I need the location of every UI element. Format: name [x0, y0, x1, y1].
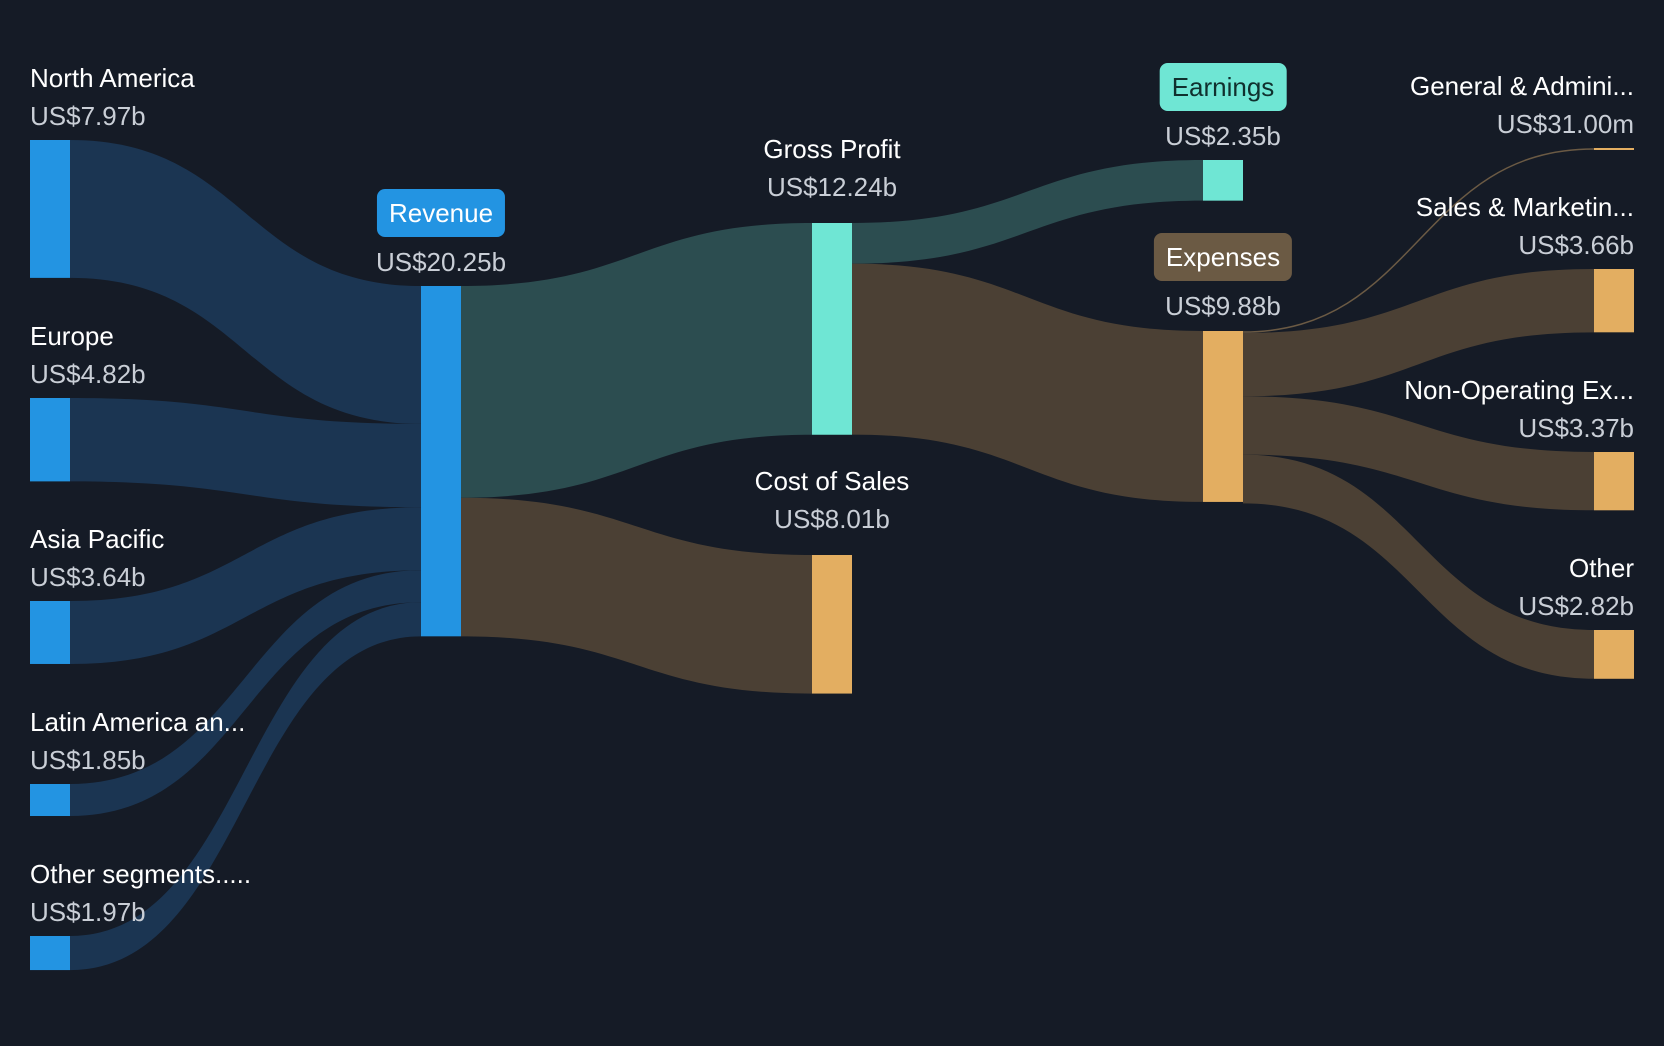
node-value-revenue: US$20.25b [375, 247, 507, 277]
node-name-general-admin: General & Admini... [1410, 71, 1634, 101]
node-name-other: Other [1568, 553, 1634, 583]
node-name-non-operating: Non-Operating Ex... [1404, 375, 1634, 405]
link-gross-profit-to-expenses [852, 263, 1203, 502]
link-gross-profit-to-earnings [852, 160, 1203, 264]
node-name-gross-profit: Gross Profit [763, 134, 901, 164]
link-asia-pacific-to-revenue [70, 507, 421, 664]
node-bar-asia-pacific [30, 601, 70, 664]
node-value-north-america: US$7.97b [30, 101, 146, 131]
node-value-europe: US$4.82b [30, 359, 146, 389]
nodes-layer [30, 140, 1634, 971]
node-bar-other-segments [30, 936, 70, 971]
node-value-other: US$2.82b [1518, 591, 1634, 621]
link-latin-america-to-revenue [70, 570, 421, 817]
links-layer [70, 140, 1595, 971]
link-revenue-to-cost-of-sales [461, 497, 812, 694]
node-name-other-segments: Other segments..... [30, 859, 252, 889]
link-expenses-to-sales-marketing [1243, 269, 1594, 397]
node-name-earnings: Earnings [1159, 63, 1287, 111]
node-bar-sales-marketing [1594, 269, 1634, 333]
node-value-latin-america: US$1.85b [30, 745, 146, 775]
node-name-north-america: North America [30, 63, 195, 93]
link-expenses-to-non-operating [1243, 396, 1594, 511]
node-value-earnings: US$2.35b [1165, 121, 1281, 151]
node-bar-general-admin [1594, 148, 1634, 150]
link-europe-to-revenue [70, 398, 421, 508]
link-other-segments-to-revenue [70, 602, 421, 971]
node-value-asia-pacific: US$3.64b [30, 562, 146, 592]
node-value-non-operating: US$3.37b [1518, 413, 1634, 443]
node-value-other-segments: US$1.97b [30, 897, 146, 927]
node-bar-gross-profit [812, 223, 852, 435]
node-name-latin-america: Latin America an... [30, 707, 246, 737]
node-bar-expenses [1203, 331, 1243, 502]
node-bar-cost-of-sales [812, 555, 852, 694]
node-value-sales-marketing: US$3.66b [1518, 230, 1634, 260]
link-north-america-to-revenue [70, 140, 421, 424]
node-value-general-admin: US$31.00m [1496, 109, 1634, 139]
node-bar-north-america [30, 140, 70, 278]
node-name-sales-marketing: Sales & Marketin... [1415, 192, 1634, 222]
node-name-europe: Europe [30, 321, 114, 351]
link-expenses-to-general-admin [1242, 148, 1595, 333]
node-name-cost-of-sales: Cost of Sales [754, 466, 910, 496]
node-bar-non-operating [1594, 452, 1634, 511]
node-bar-europe [30, 398, 70, 482]
node-value-gross-profit: US$12.24b [766, 172, 898, 202]
node-bar-latin-america [30, 784, 70, 817]
link-expenses-to-other [1243, 454, 1594, 679]
node-name-expenses: Expenses [1153, 233, 1293, 281]
node-value-cost-of-sales: US$8.01b [774, 504, 890, 534]
link-revenue-to-gross-profit [461, 223, 812, 498]
node-name-revenue: Revenue [376, 189, 506, 237]
node-bar-earnings [1203, 160, 1243, 201]
node-bar-revenue [421, 286, 461, 637]
node-value-expenses: US$9.88b [1165, 291, 1281, 321]
node-name-asia-pacific: Asia Pacific [30, 524, 165, 554]
node-bar-other [1594, 630, 1634, 679]
